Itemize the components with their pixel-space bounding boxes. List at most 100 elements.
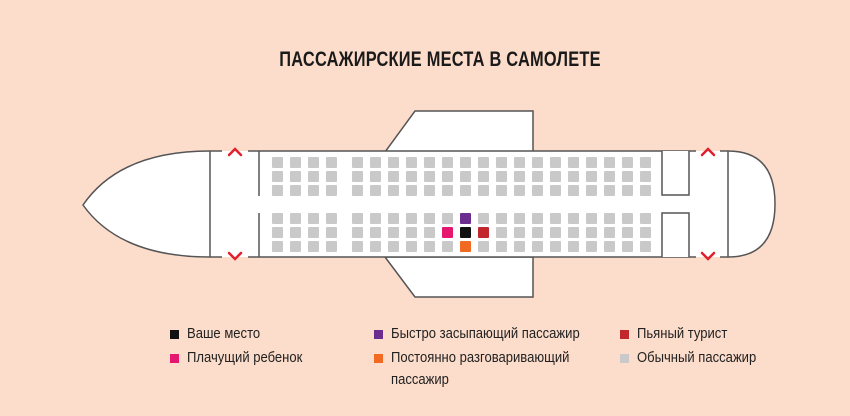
seat	[370, 213, 381, 224]
seat	[442, 171, 453, 182]
seat	[550, 227, 561, 238]
seat	[424, 213, 435, 224]
seat	[424, 171, 435, 182]
seat	[308, 241, 319, 252]
seat	[326, 157, 337, 168]
seat	[568, 157, 579, 168]
seat	[496, 171, 507, 182]
legend-swatch	[374, 354, 383, 363]
seat	[388, 185, 399, 196]
seat	[640, 157, 651, 168]
seat	[272, 241, 283, 252]
seat-grid	[272, 157, 651, 252]
seat	[326, 185, 337, 196]
seat	[550, 185, 561, 196]
seat	[424, 227, 435, 238]
seat	[406, 157, 417, 168]
legend-label: Постоянно разговаривающий пассажир	[391, 350, 570, 388]
seat	[568, 241, 579, 252]
seat	[622, 171, 633, 182]
seat	[568, 227, 579, 238]
legend-item-drunk: Пьяный турист	[620, 323, 737, 345]
seat	[532, 185, 543, 196]
seat	[478, 185, 489, 196]
seat	[478, 213, 489, 224]
legend-label: Пьяный турист	[637, 326, 728, 342]
seat	[326, 227, 337, 238]
legend-item-seat-regular: Обычный пассажир	[620, 347, 769, 369]
seat	[496, 157, 507, 168]
seat	[640, 185, 651, 196]
seat	[388, 241, 399, 252]
seat	[442, 241, 453, 252]
seat	[326, 213, 337, 224]
seat	[308, 227, 319, 238]
seat	[586, 171, 597, 182]
seat	[352, 241, 363, 252]
seat	[308, 157, 319, 168]
seat	[532, 227, 543, 238]
tail-outline	[727, 150, 776, 258]
seat	[604, 213, 615, 224]
legend-label: Плачущий ребенок	[187, 350, 303, 366]
seat	[514, 213, 525, 224]
seat	[272, 227, 283, 238]
fuselage	[83, 151, 775, 257]
seat	[308, 185, 319, 196]
legend-swatch	[170, 354, 179, 363]
seat	[622, 213, 633, 224]
legend-swatch	[374, 330, 383, 339]
exit-chevron-up-icon	[227, 147, 243, 157]
seat	[388, 171, 399, 182]
seat	[532, 171, 543, 182]
legend-item-your-seat: Ваше место	[170, 323, 268, 345]
seat	[272, 157, 283, 168]
seat	[514, 241, 525, 252]
seat	[640, 171, 651, 182]
exit-chevron-down-icon	[700, 251, 716, 261]
seat	[586, 185, 597, 196]
seat	[406, 241, 417, 252]
seat	[496, 185, 507, 196]
seat	[460, 171, 471, 182]
seat	[532, 213, 543, 224]
seat	[424, 241, 435, 252]
seat	[532, 157, 543, 168]
seat	[352, 213, 363, 224]
seat	[604, 171, 615, 182]
seat	[352, 171, 363, 182]
seat	[442, 213, 453, 224]
seat	[622, 227, 633, 238]
seat	[514, 157, 525, 168]
seat	[550, 171, 561, 182]
seat	[442, 157, 453, 168]
seat	[308, 171, 319, 182]
seat	[290, 241, 301, 252]
seat	[272, 171, 283, 182]
wing-top	[383, 110, 534, 153]
seat	[370, 157, 381, 168]
seat	[640, 241, 651, 252]
seat-talker	[460, 241, 471, 252]
seat	[550, 213, 561, 224]
seat	[496, 241, 507, 252]
seat	[640, 227, 651, 238]
seat	[442, 185, 453, 196]
lavatory-bottom	[661, 212, 690, 257]
seat	[290, 157, 301, 168]
seat	[460, 185, 471, 196]
seat	[586, 227, 597, 238]
nose-outline	[82, 150, 222, 258]
seat	[478, 157, 489, 168]
seat	[478, 241, 489, 252]
seat-sleepy	[460, 213, 471, 224]
seat	[406, 213, 417, 224]
seat	[514, 171, 525, 182]
seat	[604, 227, 615, 238]
seat	[272, 213, 283, 224]
seat	[290, 213, 301, 224]
seat-drunk	[478, 227, 489, 238]
seat	[308, 213, 319, 224]
seat	[622, 185, 633, 196]
